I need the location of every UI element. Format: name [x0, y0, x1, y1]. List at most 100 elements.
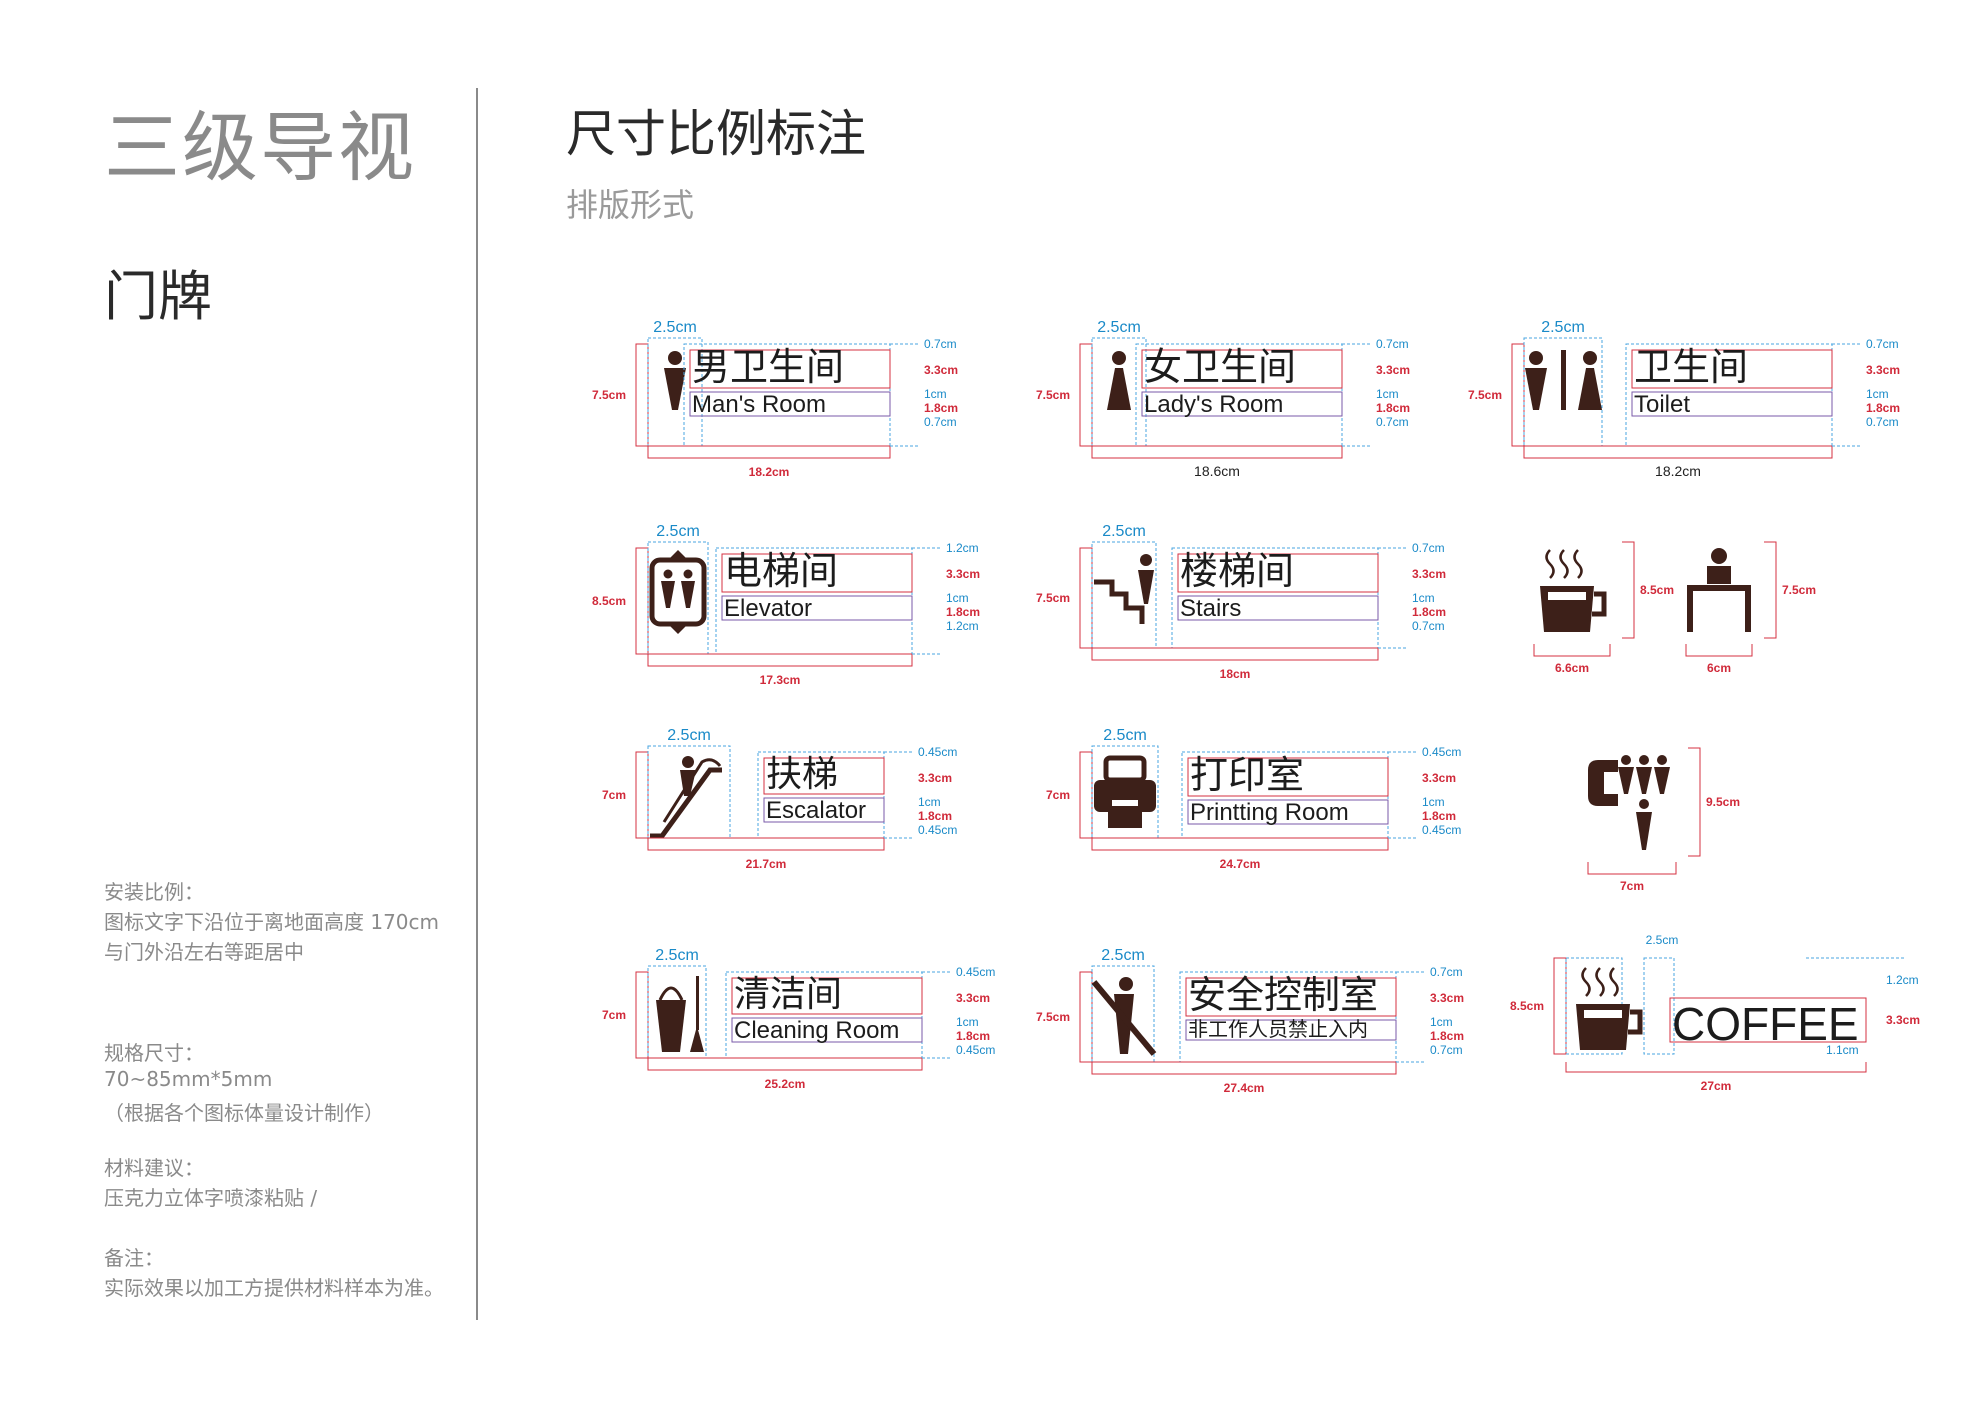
- size-line-2: （根据各个图标体量设计制作）: [104, 1101, 384, 1125]
- width-label: 21.7cm: [746, 857, 787, 871]
- dim-top-margin: 0.7cm: [1866, 337, 1899, 351]
- height-label: 7.5cm: [1782, 583, 1816, 597]
- dim-gap: 1cm: [1376, 387, 1399, 401]
- dim-cn-height: 3.3cm: [924, 363, 958, 377]
- dim-gap: 1cm: [1866, 387, 1889, 401]
- width-label: 25.2cm: [765, 1077, 806, 1091]
- sign-en-text: Stairs: [1180, 595, 1241, 622]
- height-label: 8.5cm: [1640, 583, 1674, 597]
- dim-gap: 1cm: [924, 387, 947, 401]
- icon-width-label: 2.5cm: [1541, 319, 1585, 336]
- page-title: 三级导视: [104, 103, 416, 192]
- height-label: 7.5cm: [1468, 388, 1502, 402]
- height-label: 8.5cm: [1510, 999, 1544, 1013]
- sign-cn-text: 安全控制室: [1188, 973, 1378, 1017]
- width-label: 17.3cm: [760, 673, 801, 687]
- sign-en-text: Man's Room: [692, 391, 826, 418]
- page-subtitle: 门牌: [104, 265, 212, 328]
- height-label: 7.5cm: [592, 388, 626, 402]
- man-icon: [664, 351, 686, 410]
- icon-width-label: 2.5cm: [1646, 933, 1679, 947]
- sign-cn-text: 清洁间: [734, 974, 842, 1015]
- height-label: 9.5cm: [1706, 795, 1740, 809]
- elevator-icon: [649, 550, 707, 634]
- dim-cn-height: 3.3cm: [956, 991, 990, 1005]
- dim-gap: 1cm: [1430, 1015, 1453, 1029]
- icon-width-label: 2.5cm: [1103, 727, 1147, 744]
- width-label: 27cm: [1701, 1079, 1732, 1093]
- width-label: 18.6cm: [1194, 463, 1240, 479]
- coffee-cup-icon: [1540, 549, 1607, 632]
- dim-bottom-margin: 0.7cm: [924, 415, 957, 429]
- dim-bottom-margin: 0.45cm: [918, 823, 957, 837]
- standalone-coffee-cup: 8.5cm 6.6cm: [1533, 541, 1674, 675]
- width-label: 18.2cm: [749, 465, 790, 479]
- icon-width-label: 2.5cm: [653, 319, 697, 336]
- door-sign-escalator: 7cm2.5cm扶梯Escalator21.7cm0.45cm3.3cm1cm1…: [602, 727, 957, 871]
- dim-en-height: 1.8cm: [1412, 605, 1446, 619]
- door-sign-no-entry-person: 7.5cm2.5cm安全控制室非工作人员禁止入内27.4cm0.7cm3.3cm…: [1036, 947, 1464, 1095]
- family-restroom-icon: [1588, 755, 1670, 850]
- dim-cn-height: 3.3cm: [1376, 363, 1410, 377]
- dim-bottom-margin: 0.7cm: [1866, 415, 1899, 429]
- dim-top-margin: 1.2cm: [946, 541, 979, 555]
- height-label: 7cm: [1046, 788, 1070, 802]
- install-line-1: 图标文字下沿位于离地面高度 170cm: [104, 910, 440, 934]
- sign-cn-text: 楼梯间: [1180, 549, 1294, 593]
- woman-icon: [1107, 351, 1131, 410]
- reception-desk-icon: [1687, 548, 1751, 632]
- sign-cn-text: 扶梯: [766, 754, 838, 795]
- dim-cn-height: 3.3cm: [1412, 567, 1446, 581]
- dim-en-height: 1.8cm: [946, 605, 980, 619]
- note-line-1: 实际效果以加工方提供材料样本为准。: [104, 1276, 444, 1300]
- dim-top-margin: 0.7cm: [924, 337, 957, 351]
- height-label: 7cm: [602, 1008, 626, 1022]
- width-label: 18cm: [1220, 667, 1251, 681]
- dim-top-margin: 0.45cm: [956, 965, 995, 979]
- sign-en-text: Lady's Room: [1144, 391, 1283, 418]
- sign-en-text: Escalator: [766, 797, 866, 824]
- dim-en-height: 1.8cm: [1866, 401, 1900, 415]
- sign-cn-text: 卫生间: [1634, 345, 1748, 389]
- dim-top-margin: 0.7cm: [1412, 541, 1445, 555]
- size-line-1: 70~85mm*5mm: [104, 1067, 273, 1091]
- section-title: 尺寸比例标注: [566, 105, 866, 163]
- icon-width-label: 2.5cm: [656, 523, 700, 540]
- dim-bottom-margin: 0.45cm: [1422, 823, 1461, 837]
- height-label: 7.5cm: [1036, 1010, 1070, 1024]
- dim-bottom-margin: 0.7cm: [1376, 415, 1409, 429]
- material-heading: 材料建议：: [104, 1156, 204, 1180]
- icon-width-label: 2.5cm: [655, 947, 699, 964]
- dim-gap: 1cm: [946, 591, 969, 605]
- dim-cn-height: 3.3cm: [1866, 363, 1900, 377]
- vertical-divider: [476, 88, 478, 1320]
- dim-top-margin: 0.45cm: [918, 745, 957, 759]
- dim-bottom-margin: 1.2cm: [946, 619, 979, 633]
- height-label: 8.5cm: [592, 594, 626, 608]
- icon-width-label: 2.5cm: [1097, 319, 1141, 336]
- dim-en-height: 1.8cm: [1376, 401, 1410, 415]
- icon-width-label: 2.5cm: [1102, 523, 1146, 540]
- dim-top-margin: 0.7cm: [1376, 337, 1409, 351]
- section-subtitle: 排版形式: [566, 186, 695, 224]
- door-sign-toilet: 7.5cm2.5cm卫生间Toilet18.2cm0.7cm3.3cm1cm1.…: [1468, 319, 1900, 479]
- height-label: 7cm: [602, 788, 626, 802]
- height-label: 7.5cm: [1036, 388, 1070, 402]
- dim-gap: 1cm: [1412, 591, 1435, 605]
- coffee-text: COFFEE: [1672, 998, 1859, 1050]
- width-label: 6.6cm: [1555, 661, 1589, 675]
- width-label: 24.7cm: [1220, 857, 1261, 871]
- dim-bottom-margin: 0.7cm: [1412, 619, 1445, 633]
- width-label: 18.2cm: [1655, 463, 1701, 479]
- sign-cn-text: 女卫生间: [1144, 345, 1296, 389]
- sign-cn-text: 电梯间: [724, 549, 838, 593]
- material-line-1: 压克力立体字喷漆粘贴 /: [104, 1186, 318, 1210]
- sign-en-text: Printting Room: [1190, 799, 1349, 826]
